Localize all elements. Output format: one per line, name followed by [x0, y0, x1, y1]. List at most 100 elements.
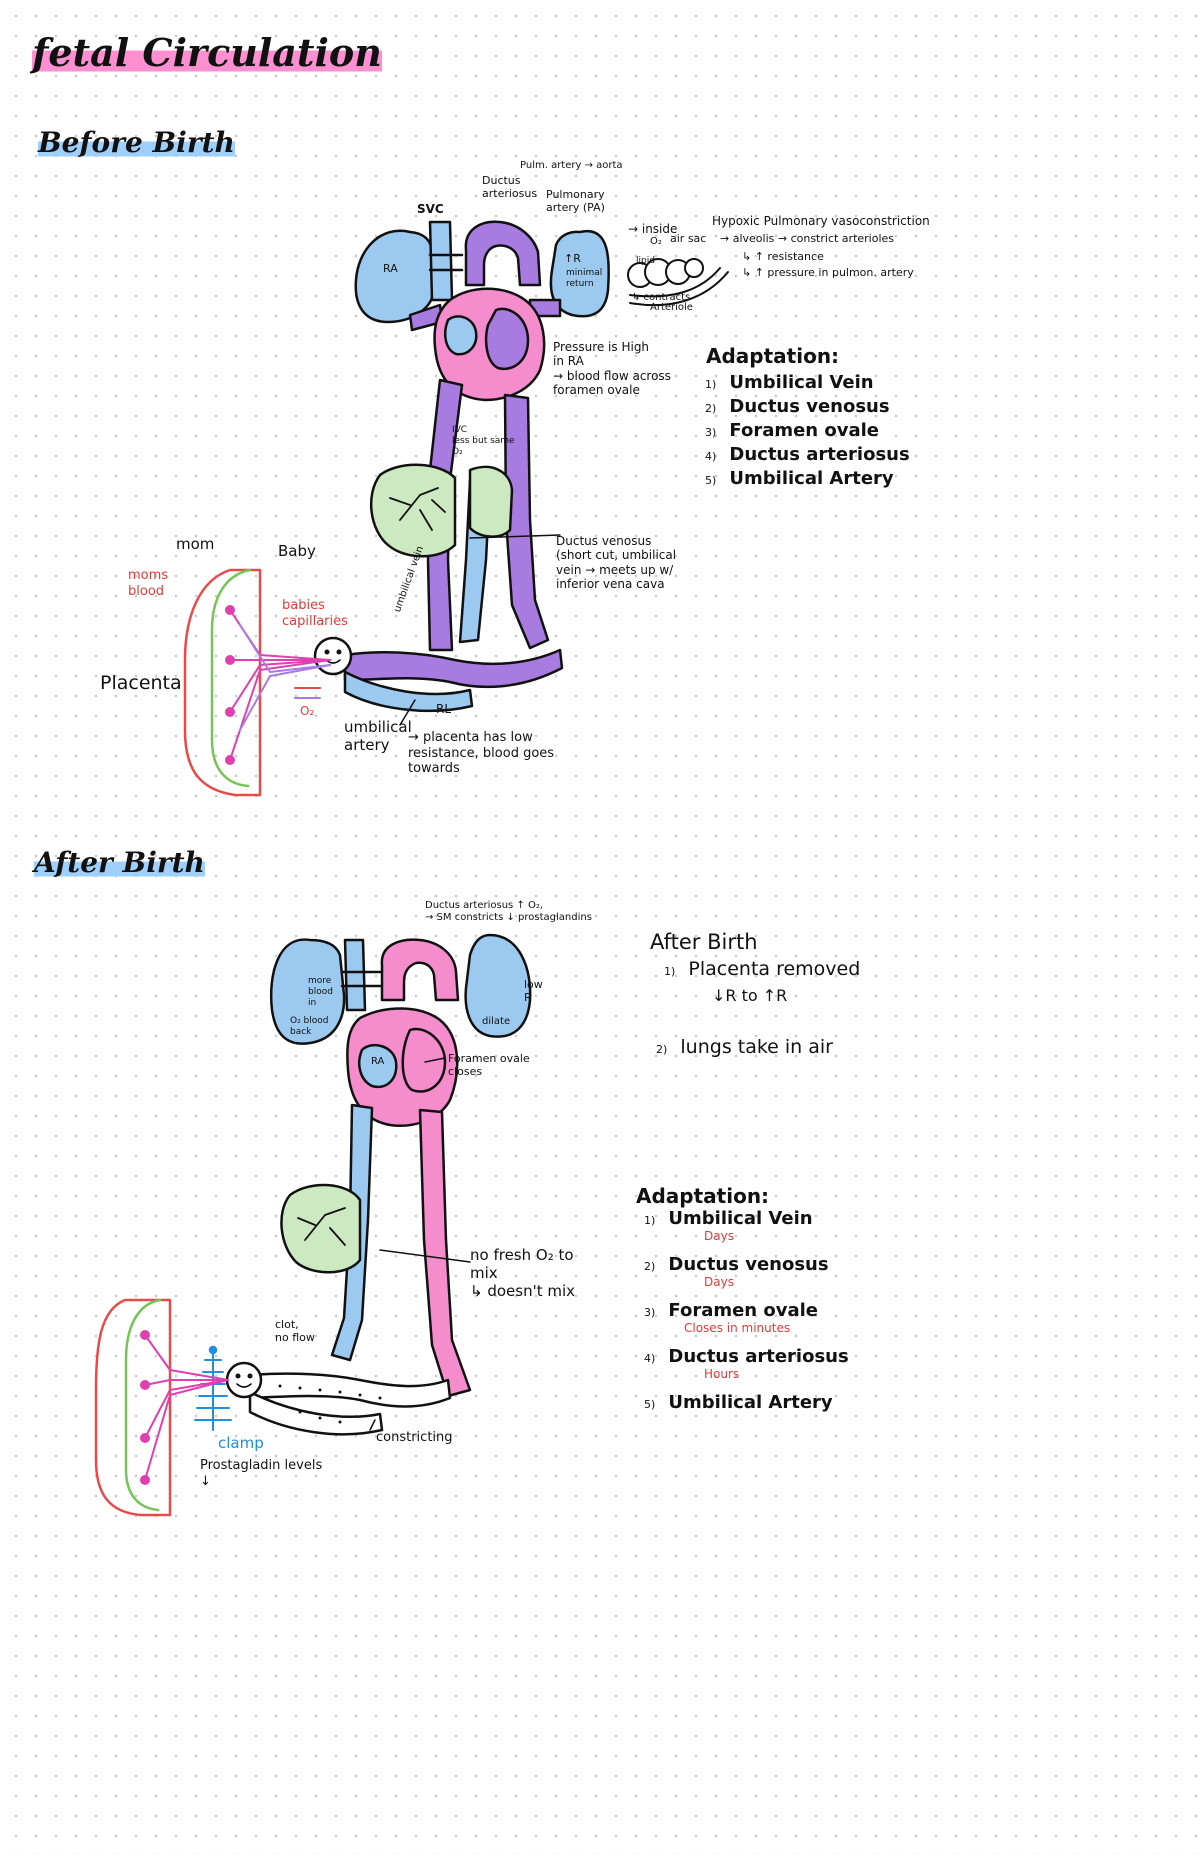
- label-ivc: IVC less but same O₂: [452, 425, 515, 457]
- adaptation-number: 4): [644, 1352, 656, 1365]
- label-pulmonary-artery: Pulmonary artery (PA): [546, 188, 605, 215]
- adaptation-text: Umbilical Artery: [668, 1392, 833, 1413]
- before-aortic-arch: [464, 220, 542, 287]
- after-birth-heading: After Birth: [34, 846, 205, 880]
- after-descending-aorta: [418, 1108, 472, 1398]
- before-right-lung: [549, 229, 610, 318]
- before-adaptation-item: 5) Umbilical Artery: [705, 468, 910, 492]
- after-adaptation-item: 4) Ductus arteriosus Hours: [644, 1346, 849, 1392]
- adaptation-text: Ductus venosus: [668, 1254, 829, 1275]
- label-r-up: ↑R: [564, 252, 581, 265]
- label-rl: RL: [436, 702, 452, 716]
- after-adaptation-item: 2) Ductus venosus Days: [644, 1254, 849, 1300]
- label-contracts: ↳ contracts: [632, 292, 691, 303]
- label-constricting: constricting: [376, 1430, 453, 1445]
- before-umbilical-cord: [343, 648, 564, 689]
- label-arteriole: Arteriole: [650, 302, 693, 313]
- after-notes-item1-sub: ↓R to ↑R: [712, 986, 788, 1005]
- label-ductus-venosus: Ductus venosus (short cut, umbilical vei…: [556, 534, 677, 592]
- label-minimal-return: minimal return: [566, 268, 603, 289]
- after-adaptation-heading: Adaptation:: [636, 1184, 770, 1208]
- after-aortic-arch: [380, 938, 460, 1002]
- label-placenta: Placenta: [100, 672, 182, 694]
- label-foramen-closes: Foramen ovale closes: [448, 1052, 530, 1079]
- label-o2-alveoli: O₂: [650, 236, 662, 247]
- page-title: fetal Circulation: [32, 30, 382, 76]
- adaptation-number: 5): [705, 474, 717, 487]
- before-adaptation-list: 1) Umbilical Vein 2) Ductus venosus 3) F…: [705, 372, 910, 492]
- adaptation-text: Ductus arteriosus: [729, 444, 910, 465]
- label-pressure-high-ra: Pressure is High in RA → blood flow acro…: [553, 340, 671, 398]
- label-svc: SVC: [417, 202, 444, 216]
- label-prostaglandin-levels: Prostagladin levels ↓: [200, 1458, 323, 1489]
- after-birth-diagram: [94, 933, 532, 1517]
- after-notes-item1: 1) Placenta removed: [664, 958, 860, 981]
- adaptation-number: 2): [705, 402, 717, 415]
- adaptation-number: 4): [705, 450, 717, 463]
- label-babies-capillaries: babies capillaries: [282, 598, 348, 629]
- label-pulm-to-aorta: Pulm. artery → aorta: [520, 160, 623, 171]
- label-clamp: clamp: [218, 1434, 264, 1452]
- before-adaptation-item: 2) Ductus venosus: [705, 396, 910, 420]
- hypoxic-line3: ↳ ↑ pressure in pulmon. artery: [742, 266, 914, 279]
- after-left-lung: [270, 938, 346, 1045]
- after-umbilical-cord: [248, 1372, 452, 1408]
- after-notes-item1-text: Placenta removed: [688, 958, 861, 980]
- before-adaptation-item: 4) Ductus arteriosus: [705, 444, 910, 468]
- label-air-sac: air sac: [670, 232, 707, 245]
- after-adaptation-item: 1) Umbilical Vein Days: [644, 1208, 849, 1254]
- before-baby-head: [313, 636, 353, 676]
- label-more-blood-in: more blood in: [308, 976, 333, 1008]
- adaptation-number: 3): [705, 426, 717, 439]
- before-placenta: [183, 568, 262, 797]
- adaptation-time: Days: [704, 1229, 734, 1243]
- after-notes-item2-number: 2): [656, 1043, 668, 1056]
- before-adaptation-heading: Adaptation:: [706, 344, 840, 368]
- after-right-lung: [464, 933, 532, 1038]
- after-notes-item2-text: lungs take in air: [680, 1036, 833, 1058]
- label-moms-blood: moms blood: [128, 568, 169, 599]
- adaptation-time: Days: [704, 1275, 734, 1289]
- before-alveoli-inset: [627, 258, 704, 288]
- adaptation-text: Ductus venosus: [729, 396, 890, 417]
- adaptation-number: 1): [705, 378, 717, 391]
- adaptation-time: Closes in minutes: [684, 1321, 791, 1335]
- adaptation-text: Ductus arteriosus: [668, 1346, 849, 1367]
- after-placenta: [94, 1298, 172, 1517]
- after-baby-head: [225, 1361, 263, 1399]
- before-left-lung: [354, 229, 436, 324]
- label-baby: Baby: [278, 542, 316, 560]
- after-clamp-drawing: [194, 1349, 232, 1431]
- label-no-fresh-o2: no fresh O₂ to mix ↳ doesn't mix: [470, 1246, 576, 1300]
- label-dilate: dilate: [482, 1016, 511, 1027]
- adaptation-text: Umbilical Vein: [668, 1208, 813, 1229]
- adaptation-number: 5): [644, 1398, 656, 1411]
- adaptation-time: Hours: [704, 1367, 740, 1381]
- adaptation-text: Foramen ovale: [729, 420, 880, 441]
- label-after-ductus-arteriosus: Ductus arteriosus ↑ O₂, → SM constricts …: [425, 900, 592, 923]
- adaptation-number: 1): [644, 1214, 656, 1227]
- after-adaptation-item: 5) Umbilical Artery: [644, 1392, 849, 1438]
- after-liver: [280, 1183, 362, 1274]
- label-o2-arrow: O₂: [300, 704, 315, 718]
- label-clot-no-flow: clot, no flow: [275, 1318, 315, 1345]
- label-inside: → inside: [628, 222, 678, 236]
- before-ivc: [503, 393, 550, 650]
- before-birth-heading: Before Birth: [38, 126, 235, 160]
- label-after-ra: RA: [371, 1056, 385, 1067]
- after-notes-heading: After Birth: [650, 930, 758, 954]
- adaptation-text: Foramen ovale: [668, 1300, 819, 1321]
- before-birth-diagram: [183, 220, 729, 797]
- label-placenta-low-resistance: → placenta has low resistance, blood goe…: [408, 730, 555, 777]
- hypoxic-line1: → alveolis → constrict arterioles: [720, 232, 895, 245]
- label-low-r: low R: [524, 978, 543, 1005]
- hypoxic-title: Hypoxic Pulmonary vasoconstriction: [712, 214, 930, 228]
- label-umbilical-artery: umbilical artery: [344, 718, 412, 754]
- before-liver: [369, 463, 457, 558]
- adaptation-number: 2): [644, 1260, 656, 1273]
- after-notes-item2: 2) lungs take in air: [656, 1036, 833, 1059]
- adaptation-text: Umbilical Vein: [729, 372, 874, 393]
- hypoxic-line2: ↳ ↑ resistance: [742, 250, 824, 263]
- label-o2-blood-back: O₂ blood back: [290, 1016, 329, 1037]
